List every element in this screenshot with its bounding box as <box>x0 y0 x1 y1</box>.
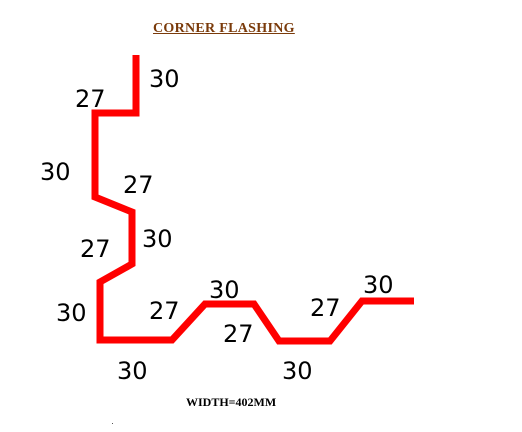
flashing-profile-line <box>91 55 414 345</box>
dimension-label: 27 <box>123 171 154 199</box>
dimension-label: 27 <box>310 294 341 322</box>
dimension-label: 30 <box>56 299 87 327</box>
dimension-label: 30 <box>363 271 394 299</box>
dimension-label: 30 <box>117 357 148 385</box>
dimension-label: 30 <box>209 276 240 304</box>
width-note: WIDTH=402MM <box>186 395 277 409</box>
stray-dot <box>112 423 113 424</box>
dimension-label: 30 <box>40 158 71 186</box>
dimension-label: 30 <box>149 65 180 93</box>
dimension-label: 30 <box>282 357 313 385</box>
dimension-label: 30 <box>142 225 173 253</box>
dimension-label: 27 <box>149 297 180 325</box>
drawing-title: CORNER FLASHING <box>153 21 295 36</box>
dimension-label: 27 <box>75 85 106 113</box>
dimension-label: 27 <box>80 235 111 263</box>
dimension-label: 27 <box>223 320 254 348</box>
